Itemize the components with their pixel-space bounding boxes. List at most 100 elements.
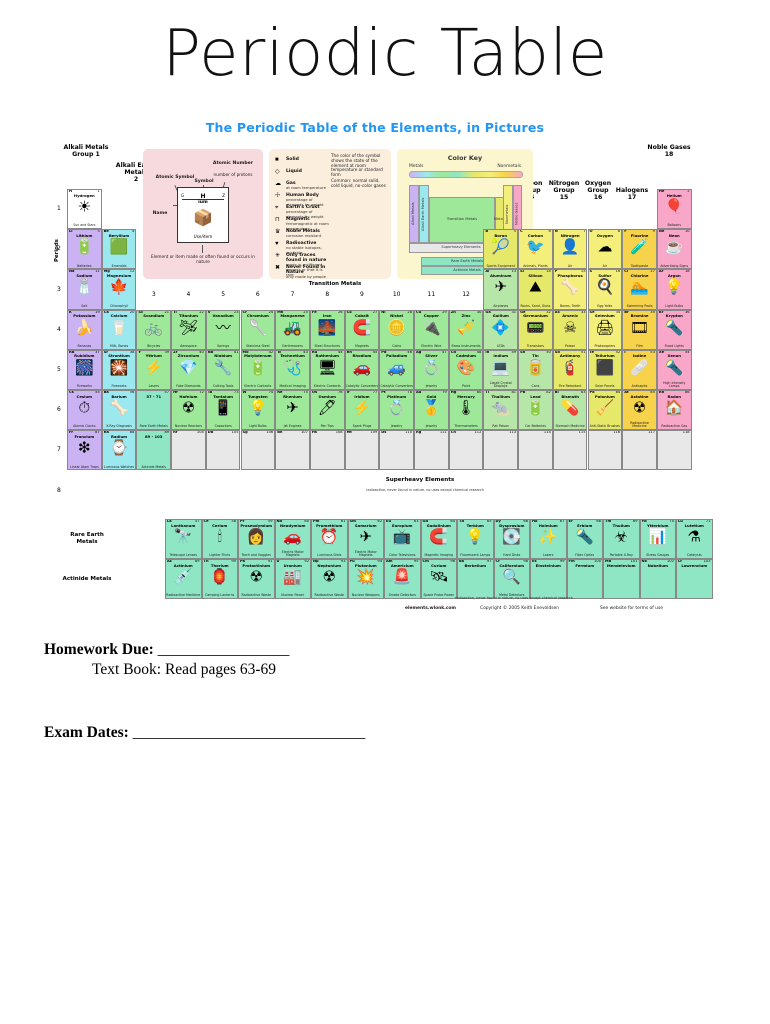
element-cell-113[interactable]: 113 bbox=[483, 430, 519, 471]
element-cell-115[interactable]: 115 bbox=[552, 430, 588, 471]
element-cell-116[interactable]: 116 bbox=[587, 430, 623, 471]
element-cell-118[interactable]: 118 bbox=[656, 430, 692, 471]
exam-dates-blank[interactable]: ______________________________ bbox=[132, 724, 366, 741]
footer-site[interactable]: elements.wlonk.com bbox=[405, 606, 457, 611]
element-cell-114[interactable]: 114 bbox=[518, 430, 553, 471]
homework-due-blank[interactable]: _________________ bbox=[157, 641, 290, 658]
